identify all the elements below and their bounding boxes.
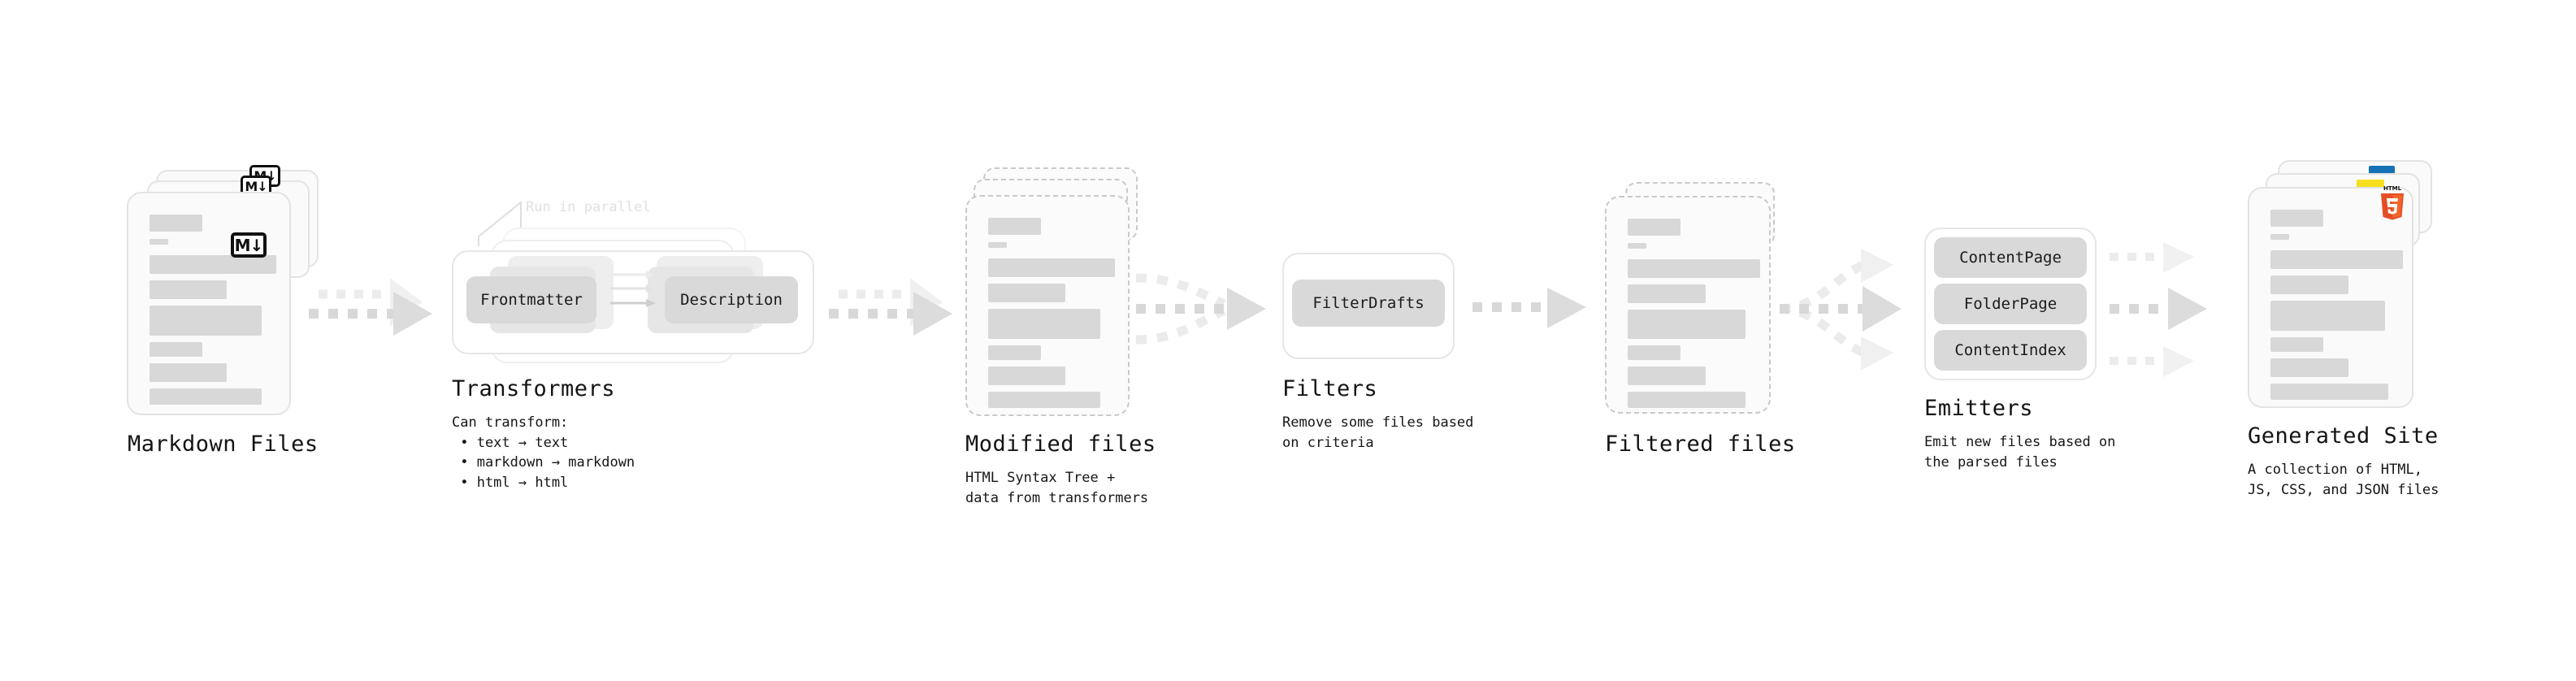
transformer-chip-frontmatter-label: Frontmatter — [480, 291, 583, 309]
generated-file-card-front — [2248, 187, 2413, 408]
arrow-filtered-files-to-emitters — [1779, 236, 1934, 382]
transformer-inner-arrows — [610, 271, 662, 315]
arrow-markdown-to-transformers — [309, 276, 455, 341]
stage-title-transformers: Transformers — [452, 376, 616, 401]
svg-text:HTML: HTML — [2383, 185, 2402, 192]
arrow-transformers-to-modified-files — [829, 276, 975, 341]
transformer-chip-description-label: Description — [680, 291, 783, 309]
stage-title-filters: Filters — [1282, 376, 1378, 401]
emitter-chip-contentindex[interactable]: ContentIndex — [1934, 330, 2087, 371]
filtered-file-content — [1628, 219, 1760, 415]
stage-desc-generated-site: A collection of HTML, JS, CSS, and JSON … — [2248, 462, 2439, 498]
arrow-modified-files-to-filters — [1135, 265, 1290, 354]
html5-icon: HTML — [2379, 184, 2406, 221]
stage-desc-emitters: Emit new files based on the parsed files — [1924, 434, 2116, 471]
stage-desc-modified-files: HTML Syntax Tree + data from transformer… — [965, 470, 1149, 506]
emitter-chip-contentpage-label: ContentPage — [1959, 249, 2062, 267]
generated-file-content — [2270, 210, 2403, 407]
emitter-chip-contentpage[interactable]: ContentPage — [1934, 237, 2087, 278]
emitter-chip-contentindex-label: ContentIndex — [1954, 341, 2066, 359]
run-in-parallel-leader-line — [477, 200, 534, 248]
transformer-chip-description[interactable]: Description — [665, 276, 798, 323]
arrow-emitters-to-generated-site — [2110, 236, 2256, 382]
arrow-filters-to-filtered-files — [1472, 286, 1602, 335]
stage-title-filtered-files: Filtered files — [1605, 432, 1796, 457]
markdown-file-card-front — [127, 192, 291, 415]
stage-title-generated-site: Generated Site — [2248, 423, 2439, 449]
stage-title-modified-files: Modified files — [965, 432, 1156, 457]
emitter-chip-folderpage[interactable]: FolderPage — [1934, 284, 2087, 324]
stage-title-emitters: Emitters — [1924, 396, 2034, 421]
modified-file-card-front — [965, 195, 1130, 416]
filter-chip-filterdrafts[interactable]: FilterDrafts — [1292, 280, 1445, 327]
emitter-chip-folderpage-label: FolderPage — [1963, 295, 2058, 313]
run-in-parallel-annotation: Run in parallel — [526, 199, 651, 215]
transformer-chip-frontmatter[interactable]: Frontmatter — [466, 276, 596, 323]
filtered-file-card-front — [1605, 196, 1771, 414]
markdown-icon: M↓ — [231, 232, 267, 258]
stage-desc-transformers: Can transform: • text → text • markdown … — [452, 414, 635, 491]
modified-file-content — [988, 218, 1115, 415]
stage-title-markdown-files: Markdown Files — [128, 432, 319, 457]
stage-desc-filters: Remove some files based on criteria — [1282, 414, 1474, 451]
markdown-file-content — [150, 215, 276, 412]
filter-chip-filterdrafts-label: FilterDrafts — [1312, 294, 1425, 312]
